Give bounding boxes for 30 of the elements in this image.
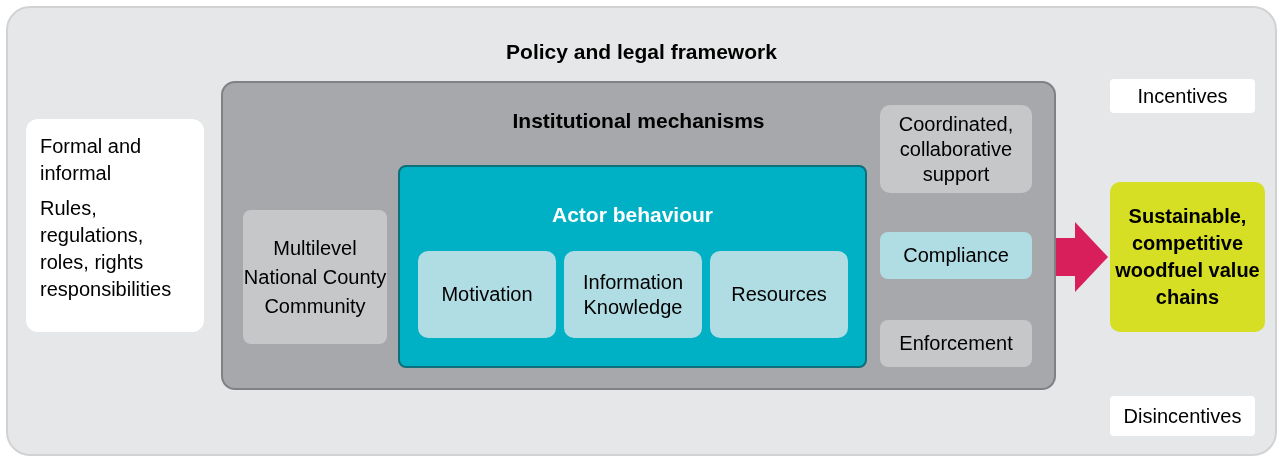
arrow [1056,222,1108,292]
panel-heading: Actor behaviour [551,202,714,228]
box-text: Formal and informal [40,134,143,186]
box-label: Information Knowledge [581,269,685,320]
factor-box [418,251,556,338]
box-label: Sustainable, competitive woodfuel value chains [1114,204,1261,310]
box-label: Incentives [1137,83,1228,109]
panel-heading: Institutional mechanisms [511,108,766,134]
box-label: Motivation [441,282,533,307]
box-label: Compliance [903,243,1009,268]
panel-heading: Policy and legal framework [505,39,778,65]
factor-box [564,251,702,338]
framework-panel [6,6,1277,456]
level-box [243,210,387,344]
outcome-box [1110,182,1265,332]
enforcement-box [880,320,1032,367]
support-box [880,105,1032,193]
box-label: Resources [731,282,827,307]
box-label: Coordinated, collaborative support [897,111,1015,187]
box-text: Rules, regulations, roles, rights responsibilities [40,196,173,302]
box-label: Enforcement [899,331,1013,356]
institution-panel [221,81,1056,390]
incentive-box [1110,79,1255,113]
compliance-box [880,232,1032,279]
actor-panel [398,165,867,368]
disincentive-box [1110,396,1255,436]
rules-box [26,119,204,332]
box-label: Disincentives [1123,403,1242,429]
factor-box [710,251,848,338]
box-label: Multilevel National County Community [243,235,387,319]
